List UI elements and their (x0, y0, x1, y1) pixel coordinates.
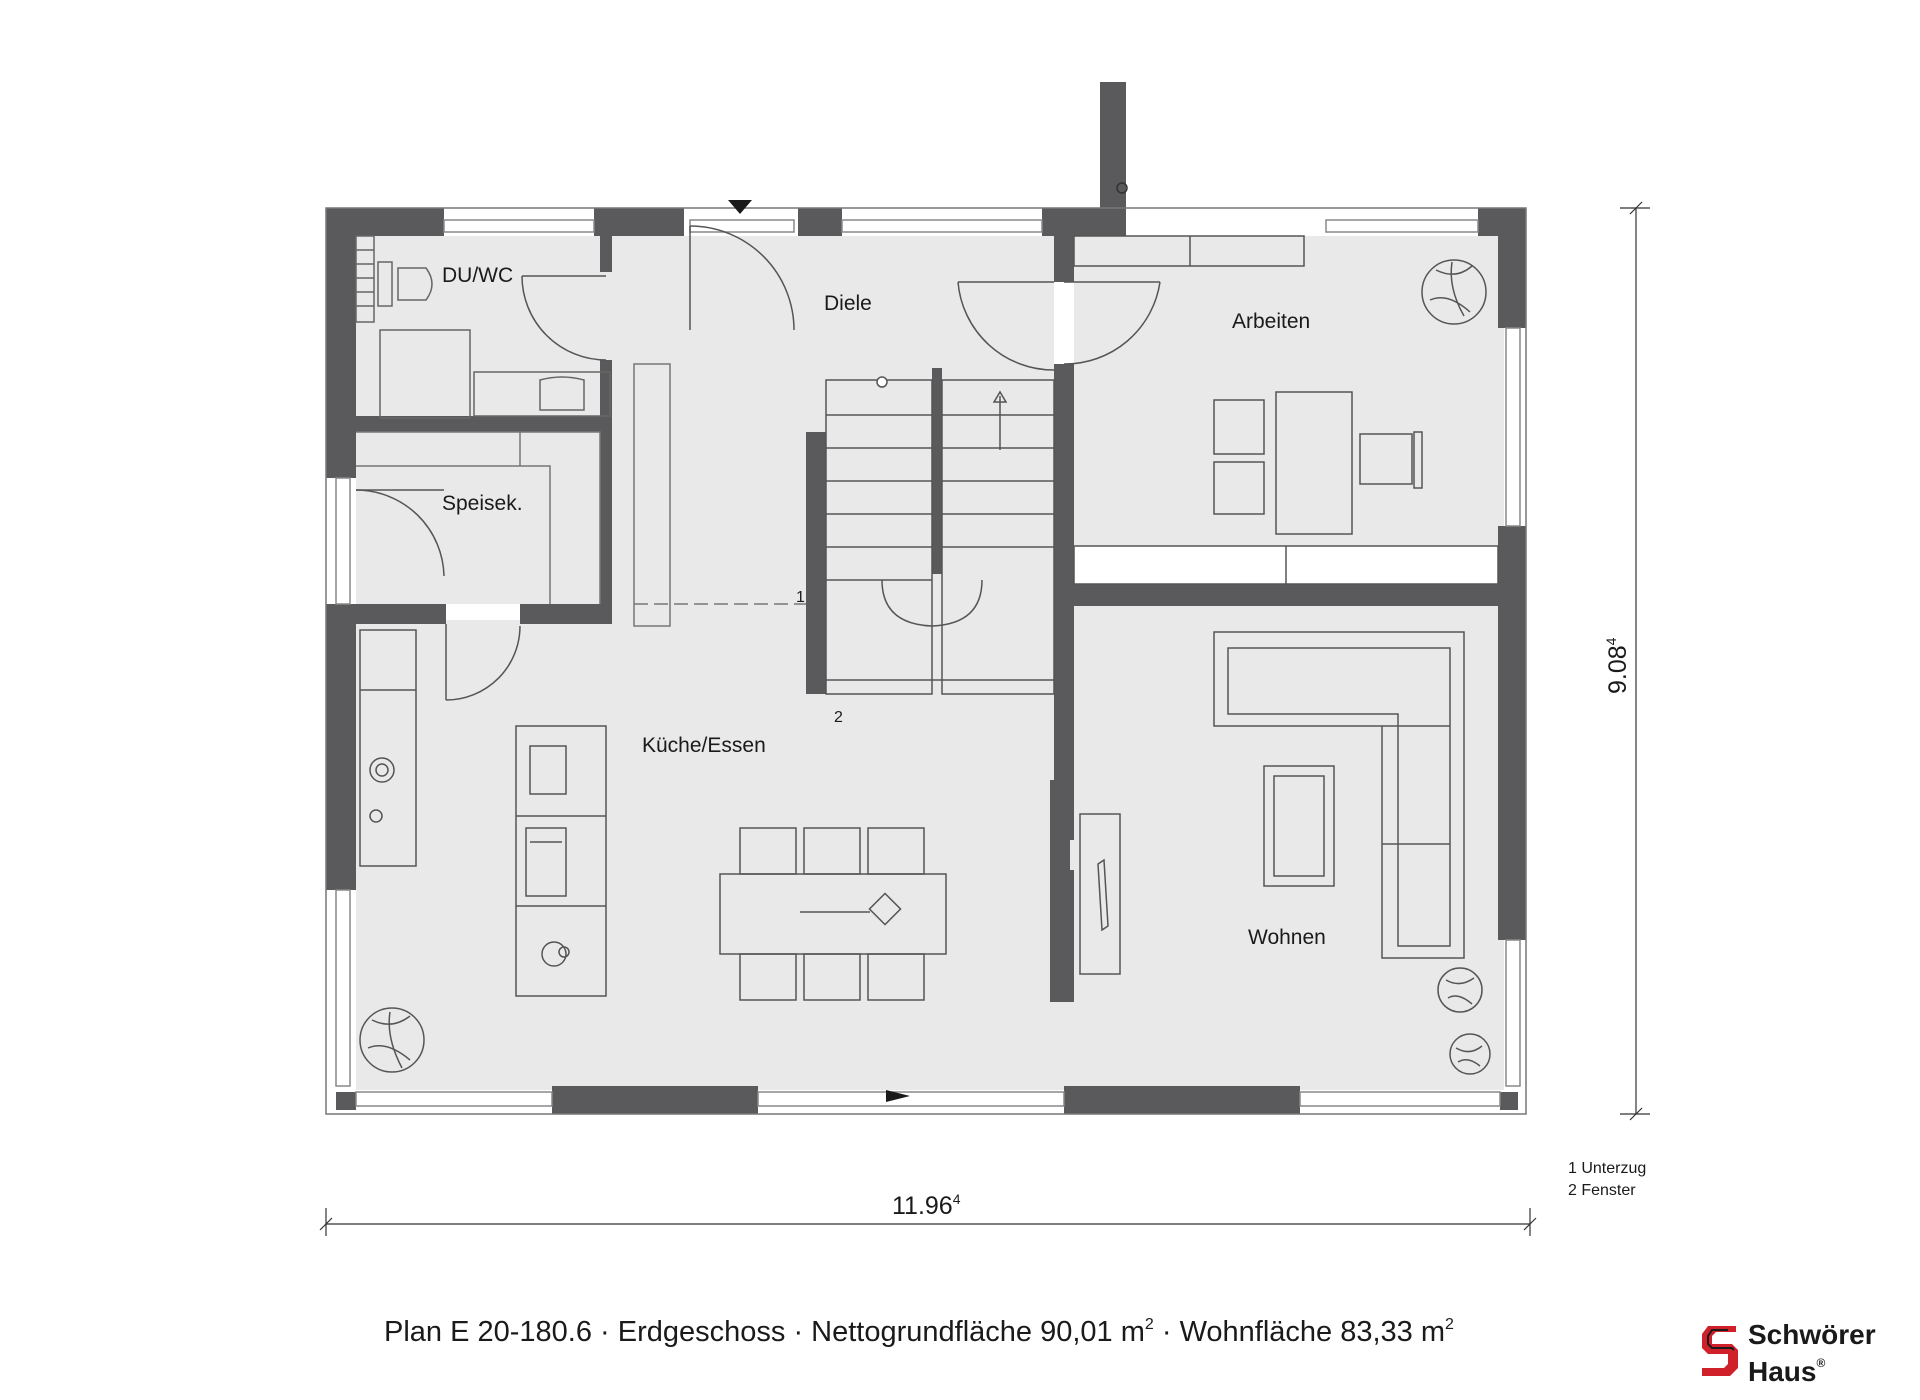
plant-icon (1437, 967, 1483, 1013)
logo-line-2-text: Haus (1748, 1356, 1817, 1387)
plant-icon (1421, 259, 1487, 325)
floor-fill-upper-left (356, 236, 612, 416)
legend-item-unterzug: 1 Unterzug (1568, 1160, 1647, 1177)
floor-fill-speisek (356, 432, 612, 604)
width-dimension: 11.964 (892, 1191, 961, 1220)
doors (355, 225, 1161, 701)
entrance-arrow-icon (728, 200, 752, 214)
plan-caption: Plan E 20-180.6 · Erdgeschoss · Nettogru… (384, 1316, 1454, 1349)
floor-fill-kueche (356, 620, 1074, 1090)
room-label-arbeiten: Arbeiten (1232, 310, 1310, 333)
room-label-speisek: Speisek. (442, 492, 523, 515)
room-label-wohnen: Wohnen (1248, 926, 1326, 949)
terrace-arrow-icon (886, 1090, 910, 1102)
legend-item-fenster: 2 Fenster (1568, 1182, 1636, 1199)
caption-sup-2: 2 (1445, 1316, 1454, 1333)
marker-fenster: 2 (834, 709, 843, 726)
dimension-lines (319, 201, 1650, 1236)
hall-wardrobe (633, 363, 806, 627)
marker-unterzug: 1 (796, 589, 805, 606)
room-label-kueche-essen: Küche/Essen (642, 734, 766, 757)
plant-icon (359, 1007, 425, 1073)
floor-fill-wohnen (1074, 606, 1504, 1090)
walls (326, 82, 1526, 1114)
kitchen-units (359, 629, 947, 1001)
plant-icon (1449, 1033, 1491, 1075)
room-label-diele: Diele (824, 292, 872, 315)
downpipe-icon (1116, 182, 1128, 194)
pantry-shelves (356, 431, 601, 604)
floor-fill-arbeiten (1074, 236, 1504, 546)
living-furniture (1079, 631, 1465, 975)
logo-line-2: Haus® (1748, 1349, 1876, 1386)
room-label-du-wc: DU/WC (442, 264, 513, 287)
logo-wordmark: Schwörer Haus® (1748, 1320, 1876, 1386)
caption-sup: 2 (1144, 1316, 1154, 1333)
logo-mark-icon (1702, 1326, 1738, 1376)
windows (335, 219, 1521, 1107)
exterior-outline (325, 207, 1527, 1115)
plants (359, 259, 1491, 1075)
bathroom-fixtures (355, 235, 611, 419)
caption-text-2: · Wohnfläche 83,33 m (1153, 1316, 1446, 1348)
logo-line-1: Schwörer (1748, 1319, 1876, 1350)
height-dimension: 9.084 (1603, 637, 1632, 694)
logo-registered-mark: ® (1816, 1356, 1826, 1370)
stair-direction-arrow-icon (992, 390, 1008, 403)
floor-fill-diele (612, 236, 1054, 626)
schwoerer-haus-logo: Schwörer Haus® (1698, 1320, 1912, 1386)
office-furniture (1073, 235, 1499, 585)
legend: 1 Unterzug 2 Fenster (1568, 1158, 1646, 1202)
caption-text: Plan E 20-180.6 · Erdgeschoss · Nettogru… (384, 1316, 1145, 1348)
stair-start-icon (876, 376, 888, 388)
